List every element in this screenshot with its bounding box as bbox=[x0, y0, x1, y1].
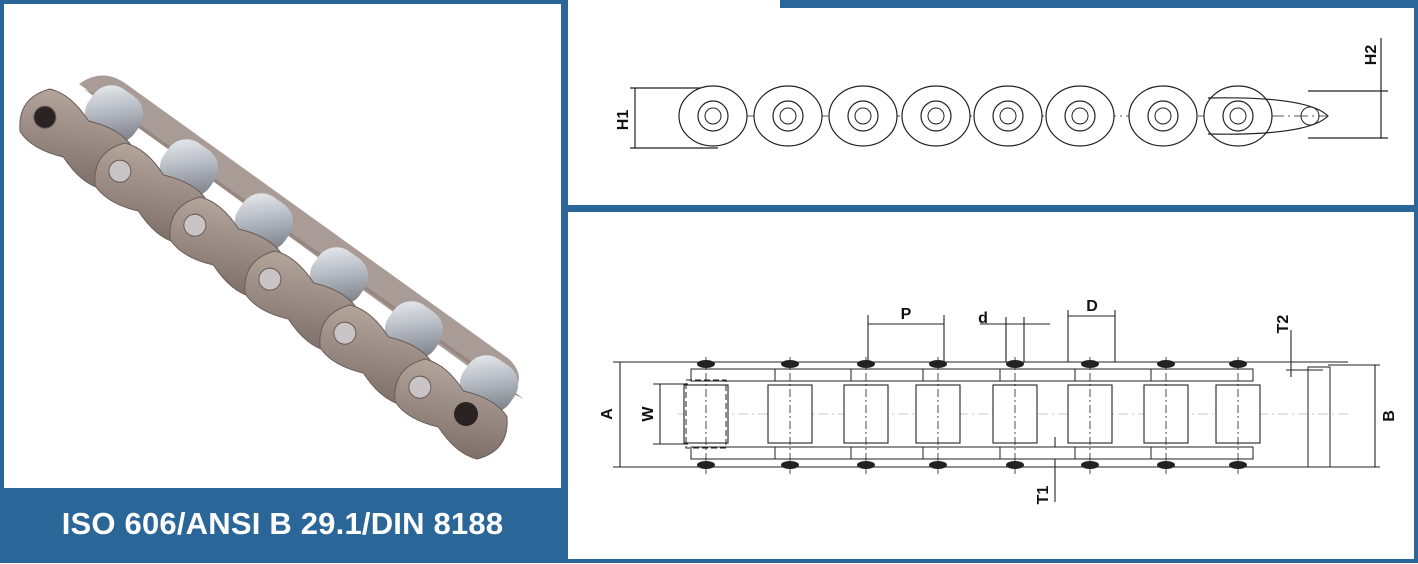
roller-outline bbox=[920, 100, 952, 132]
dim-h1-label: H1 bbox=[615, 110, 632, 131]
roller-outline bbox=[697, 100, 729, 132]
side-link bbox=[1045, 85, 1115, 147]
standard-label: ISO 606/ANSI B 29.1/DIN 8188 bbox=[61, 505, 504, 541]
roller-outline bbox=[1064, 100, 1096, 132]
chain-front-plates bbox=[19, 88, 508, 460]
upper-plate bbox=[1150, 368, 1254, 382]
pin-outline bbox=[1071, 107, 1089, 125]
pin-head-top bbox=[1157, 360, 1175, 368]
link-outline bbox=[901, 85, 971, 147]
link-outline bbox=[753, 85, 823, 147]
link-outline bbox=[678, 85, 748, 147]
chain-photo bbox=[19, 75, 524, 460]
side-link bbox=[901, 85, 971, 147]
pin-outline bbox=[927, 107, 945, 125]
pin-outline bbox=[1154, 107, 1172, 125]
pin-head-top bbox=[929, 360, 947, 368]
pin-head-top bbox=[1229, 360, 1247, 368]
pin-head bbox=[408, 375, 432, 399]
roller-outline bbox=[772, 100, 804, 132]
pin-head bbox=[183, 213, 207, 237]
pin-head-bottom bbox=[1081, 461, 1099, 469]
roller-outline bbox=[992, 100, 1024, 132]
dim-t1-label: T1 bbox=[1035, 486, 1052, 505]
offset-pin bbox=[1300, 106, 1320, 126]
connecting-link bbox=[685, 379, 727, 449]
lower-plate bbox=[1150, 446, 1254, 460]
link-plate bbox=[394, 358, 508, 460]
frame-tab bbox=[568, 0, 780, 8]
link-outline bbox=[1203, 85, 1273, 147]
link-outline bbox=[1045, 85, 1115, 147]
pin-outline bbox=[854, 107, 872, 125]
pin-head-bottom bbox=[697, 461, 715, 469]
pin-head bbox=[333, 321, 357, 345]
offset-link bbox=[1207, 97, 1329, 135]
side-link bbox=[828, 85, 898, 147]
chain-side-view-panel: H1 H2 bbox=[568, 8, 1414, 205]
pin-outline bbox=[999, 107, 1017, 125]
pin-head-top bbox=[781, 360, 799, 368]
pin-head-top bbox=[1081, 360, 1099, 368]
side-link bbox=[753, 85, 823, 147]
dim-h2-label: H2 bbox=[1363, 45, 1380, 66]
chain-back-plates bbox=[79, 75, 524, 399]
dim-d-small-label: d bbox=[978, 310, 988, 327]
pin-head-bottom bbox=[1229, 461, 1247, 469]
chain-top-view-panel: P d D T2 A W B T1 bbox=[568, 212, 1414, 559]
top-link-outlines bbox=[683, 357, 1331, 474]
dim-d-large-label: D bbox=[1086, 298, 1098, 315]
side-link bbox=[1203, 85, 1273, 147]
pin-head-top bbox=[1006, 360, 1024, 368]
roller-outline bbox=[847, 100, 879, 132]
pin-head-bottom bbox=[781, 461, 799, 469]
pin-head-bottom bbox=[1157, 461, 1175, 469]
dim-t2-label: T2 bbox=[1275, 315, 1292, 334]
pin-head bbox=[108, 159, 132, 183]
chain-top-view: P d D T2 A W B T1 bbox=[599, 298, 1398, 505]
pin-head-bottom bbox=[1006, 461, 1024, 469]
side-link-outlines bbox=[678, 85, 1329, 147]
dim-b-label: B bbox=[1381, 410, 1398, 422]
pin-hole bbox=[454, 402, 478, 426]
link-outline bbox=[828, 85, 898, 147]
dim-a-label: A bbox=[599, 408, 616, 420]
pin-outline bbox=[1229, 107, 1247, 125]
chain-side-view: H1 H2 bbox=[615, 38, 1388, 149]
dim-p-label: P bbox=[901, 306, 912, 323]
roller-outline bbox=[1222, 100, 1254, 132]
link-outline bbox=[1128, 85, 1198, 147]
chain-photo-panel bbox=[4, 4, 561, 488]
side-link bbox=[1128, 85, 1198, 147]
pin-outline bbox=[779, 107, 797, 125]
roller-outline bbox=[1147, 100, 1179, 132]
pin-head bbox=[33, 105, 57, 129]
pin-head-top bbox=[697, 360, 715, 368]
side-link bbox=[973, 85, 1043, 147]
pin-head-bottom bbox=[929, 461, 947, 469]
dim-w-label: W bbox=[640, 406, 657, 422]
offset-plate bbox=[1307, 366, 1331, 468]
pin-outline bbox=[704, 107, 722, 125]
side-link bbox=[678, 85, 748, 147]
pin-head-top bbox=[857, 360, 875, 368]
pin-head-bottom bbox=[857, 461, 875, 469]
pin-head bbox=[258, 267, 282, 291]
link-outline bbox=[973, 85, 1043, 147]
